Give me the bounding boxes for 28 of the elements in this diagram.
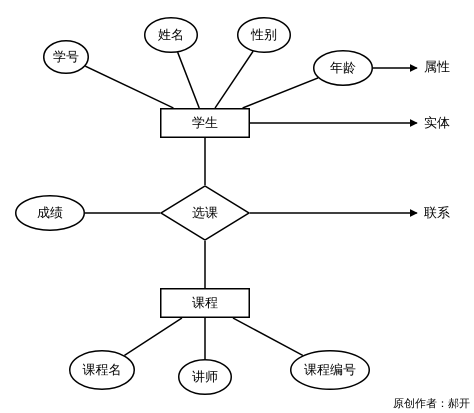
connector-line	[85, 66, 174, 109]
attribute-ellipse: 成绩	[15, 195, 85, 231]
connector-line	[124, 317, 182, 356]
entity-box: 学生	[160, 108, 250, 138]
connector-line	[242, 77, 318, 109]
connector-line	[85, 212, 160, 214]
connector-line	[214, 51, 254, 108]
connector-line	[204, 241, 206, 288]
connector-line	[177, 52, 200, 108]
attribute-ellipse: 课程名	[69, 350, 135, 390]
connector-line	[204, 138, 206, 185]
author-credit: 原创作者：郝开	[393, 396, 470, 411]
attribute-ellipse: 讲师	[178, 359, 232, 395]
attribute-ellipse: 课程编号	[290, 350, 370, 390]
attribute-ellipse: 姓名	[144, 17, 198, 53]
attribute-ellipse: 性别	[237, 17, 291, 53]
connector-line	[204, 318, 206, 359]
arrow	[250, 119, 418, 127]
arrow	[373, 64, 418, 72]
legend-term: 实体	[421, 114, 453, 132]
entity-box: 课程	[160, 288, 250, 318]
relationship-diamond: 选课	[160, 185, 250, 241]
connector-line	[232, 317, 304, 356]
attribute-ellipse: 年龄	[313, 50, 373, 86]
legend-term: 属性	[421, 58, 453, 76]
arrow	[250, 209, 418, 217]
legend-term: 联系	[421, 204, 453, 222]
attribute-ellipse: 学号	[43, 40, 89, 74]
